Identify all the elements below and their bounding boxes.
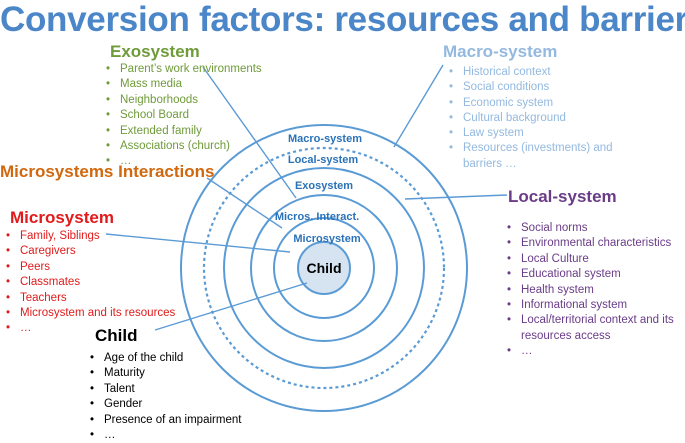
list-item: Informational system [505, 298, 685, 314]
exosystem-heading: Exosystem [110, 42, 200, 61]
list-item: Neighborhoods [104, 93, 262, 109]
list-item: School Board [104, 108, 262, 124]
ring-child [297, 241, 351, 295]
list-item: Presence of an impairment [88, 413, 241, 429]
microsystem-list: Family, Siblings Caregivers Peers Classm… [4, 229, 175, 337]
list-item: Caregivers [4, 244, 175, 260]
list-item: … [4, 321, 175, 337]
ring-label-local-system: Local-system [287, 154, 359, 166]
list-item: Local Culture [505, 252, 685, 268]
list-item: … [505, 344, 685, 360]
list-item: Extended family [104, 124, 262, 140]
ring-label-macro-system: Macro-system [288, 133, 362, 145]
list-item: … [88, 428, 241, 443]
ring-label-exosystem: Exosystem [294, 180, 354, 192]
list-item: Health system [505, 283, 685, 299]
diagram-title: Conversion factors: resources and barrie… [0, 0, 685, 39]
list-item: Gender [88, 397, 241, 413]
list-item: Social norms [505, 221, 685, 237]
list-item: Resources (investments) and barriers … [447, 141, 623, 172]
list-item: Law system [447, 126, 623, 142]
list-item: Environmental characteristics [505, 236, 685, 252]
list-item: Educational system [505, 267, 685, 283]
ring-macro-system [180, 124, 468, 412]
list-item: Social conditions [447, 80, 623, 96]
list-item: Classmates [4, 275, 175, 291]
local-system-heading: Local-system [508, 187, 617, 206]
ring-label-micros-interact: Micros. Interact. [274, 211, 360, 223]
exosystem-list: Parent’s work environments Mass media Ne… [104, 62, 262, 170]
list-item: Economic system [447, 96, 623, 112]
connector-local-system [404, 194, 508, 200]
list-item: Parent’s work environments [104, 62, 262, 78]
list-item: Local/territorial context and its resour… [505, 313, 685, 344]
ring-microsystem [273, 217, 375, 319]
microsystems-interactions-heading: Microsystems Interactions [0, 162, 215, 181]
ring-exosystem [223, 167, 425, 369]
list-item: Maturity [88, 366, 241, 382]
list-item: Age of the child [88, 351, 241, 367]
list-item: Talent [88, 382, 241, 398]
connector-child [154, 282, 308, 331]
child-list: Age of the child Maturity Talent Gender … [88, 351, 241, 443]
connector-microsystems-interactions [206, 177, 283, 229]
list-item: Peers [4, 260, 175, 276]
microsystem-heading: Microsystem [10, 208, 114, 227]
ring-local-system [202, 146, 446, 390]
ring-label-child: Child [306, 260, 342, 276]
macro-system-heading: Macro-system [443, 42, 558, 61]
macro-system-list: Historical context Social conditions Eco… [447, 65, 623, 172]
ring-label-microsystem: Microsystem [293, 233, 361, 245]
list-item: Mass media [104, 77, 262, 93]
local-system-list: Social norms Environmental characteristi… [505, 221, 685, 360]
list-item: Cultural background [447, 111, 623, 127]
list-item: Microsystem and its resources [4, 306, 175, 322]
list-item: Historical context [447, 65, 623, 81]
list-item: Family, Siblings [4, 229, 175, 245]
list-item: Associations (church) [104, 139, 262, 155]
list-item: … [104, 154, 262, 170]
child-heading: Child [95, 326, 138, 345]
ring-micros-interact [250, 194, 398, 342]
list-item: Teachers [4, 291, 175, 307]
connector-macro-system [393, 64, 444, 148]
